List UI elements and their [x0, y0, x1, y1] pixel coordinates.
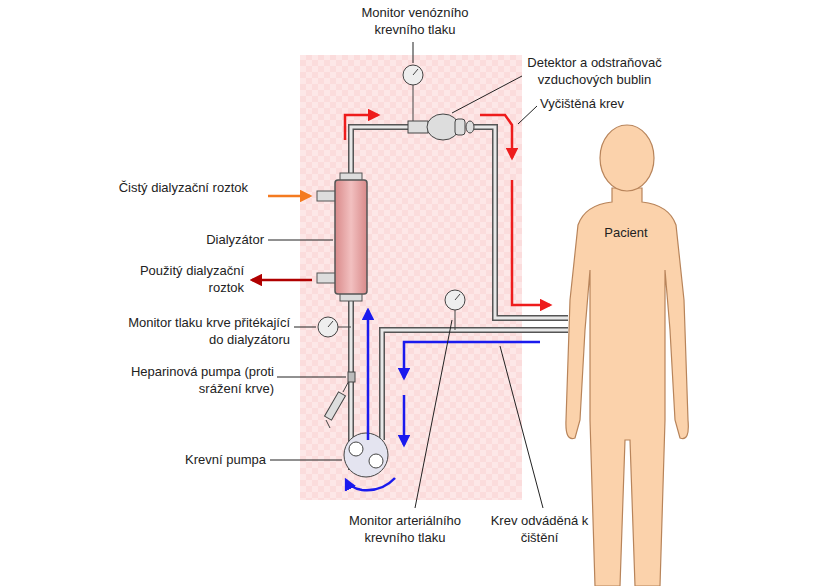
gauge-label: Monitor tlaku krve přitékající do dialyz…	[120, 314, 290, 348]
gauge-label: Monitor arteriálního krevního tlaku	[330, 512, 480, 546]
bubble-trap	[408, 84, 474, 140]
fluid-label: Čistý dialyzační roztok	[118, 179, 248, 196]
blood-pump	[344, 433, 388, 477]
leader-lines	[268, 42, 543, 508]
patient-figure-label: Pacient	[590, 224, 662, 241]
machine-area	[300, 55, 522, 500]
heparin-syringe	[325, 372, 355, 428]
part-label: Heparinová pumpa (proti srážení krve)	[112, 363, 274, 397]
dialyzer	[317, 173, 367, 301]
part-label: Krevní pumpa	[150, 451, 266, 468]
node-text: Pacient	[590, 224, 662, 241]
tubing	[351, 127, 568, 470]
flow-label: Vyčištěná krev	[540, 95, 670, 112]
part-label: Dialyzátor	[150, 231, 264, 248]
flow-arrows	[252, 115, 550, 490]
gauge-label: Monitor venózního krevního tlaku	[340, 4, 490, 38]
fluid-label: Použitý dialyzační roztok	[112, 262, 244, 296]
part-label: Detektor a odstraňovač vzduchových bubli…	[512, 54, 677, 88]
pressure-gauges	[318, 65, 465, 337]
flow-label: Krev odváděná k čištění	[482, 512, 597, 546]
